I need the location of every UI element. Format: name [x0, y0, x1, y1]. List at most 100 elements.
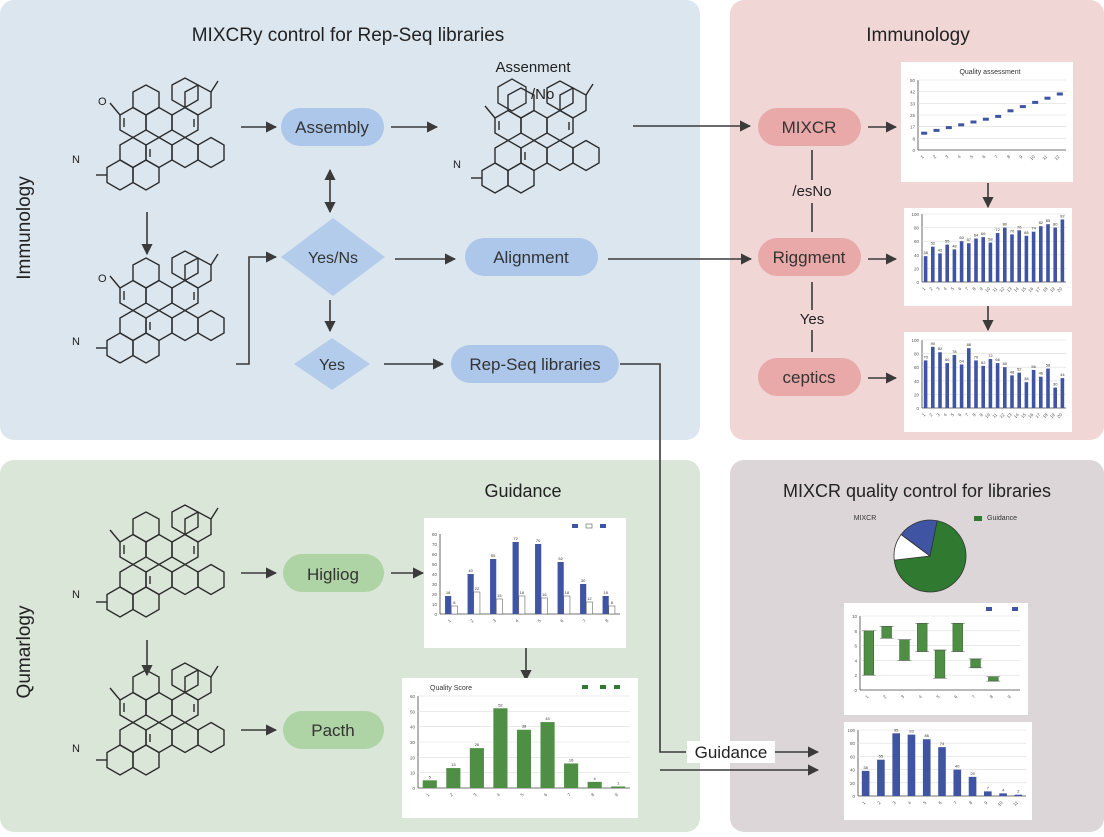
bar	[970, 658, 981, 669]
x-tick-label: 17	[1034, 412, 1041, 419]
y-tick-label: 100	[847, 728, 855, 733]
bar	[450, 605, 458, 615]
x-tick-label: 7	[964, 286, 970, 292]
bar-value-label: 7	[987, 785, 990, 790]
bar	[959, 364, 964, 408]
y-tick-label: 42	[910, 90, 916, 95]
bar	[945, 244, 949, 282]
bar	[988, 242, 993, 282]
x-tick-label: 15	[1020, 412, 1027, 419]
bar	[557, 562, 564, 614]
bar-value-label: 64	[974, 232, 979, 237]
bar	[967, 348, 971, 408]
scatter-point	[1044, 96, 1051, 100]
y-tick-label: 8	[854, 629, 857, 634]
inset-label: Assenment	[495, 59, 571, 76]
scatter-point	[1056, 92, 1063, 96]
y-tick-label: 33	[910, 101, 916, 106]
node-assembly	[281, 108, 384, 146]
y-tick-label: 80	[914, 352, 920, 357]
bar-value-label: 44	[1060, 372, 1065, 377]
scatter-point	[945, 126, 952, 130]
bar-value-label: 76	[1017, 224, 1022, 229]
bar	[967, 243, 971, 282]
bar-value-label: 4	[594, 776, 597, 781]
bar	[907, 734, 916, 796]
bar-value-label: 58	[988, 237, 993, 242]
bar	[934, 649, 946, 679]
flow-arrows-bottom-left	[141, 567, 820, 776]
x-tick-label: 6	[957, 286, 963, 292]
x-tick-label: 9	[983, 800, 989, 806]
atom-label-n: N	[453, 159, 461, 171]
chart-background	[424, 518, 626, 648]
x-tick-label: 19	[1049, 286, 1056, 293]
x-tick-label: 19	[1049, 412, 1056, 419]
edge-label-yes: Yes	[800, 311, 824, 328]
bar-value-label: 30	[1053, 382, 1058, 387]
bar	[988, 359, 993, 408]
bar-value-label: 38	[863, 765, 868, 770]
bar-value-label: 68	[1024, 230, 1029, 235]
x-tick-label: 10	[1029, 154, 1036, 161]
x-tick-label: 8	[1006, 154, 1012, 160]
bar	[518, 595, 526, 615]
y-tick-label: 40	[432, 572, 438, 577]
bar	[974, 238, 978, 282]
x-tick-label: 2	[876, 800, 882, 806]
scatter-point	[1007, 109, 1014, 113]
x-tick-label: 3	[892, 800, 898, 806]
bar	[1060, 219, 1065, 282]
bar-value-label: 62	[981, 360, 986, 365]
molecule-structure-3: N	[453, 80, 600, 194]
x-tick-label: 4	[943, 286, 949, 292]
chart-background	[901, 62, 1073, 182]
x-tick-label: 4	[957, 154, 963, 160]
y-tick-label: 60	[850, 754, 856, 759]
bar	[984, 791, 992, 796]
x-tick-label: 1	[920, 154, 926, 160]
bar	[923, 360, 928, 408]
y-tick-label: 50	[432, 562, 438, 567]
scatter-point	[1032, 100, 1039, 104]
y-tick-label: 30	[410, 740, 416, 745]
chart-legend	[582, 685, 620, 689]
bar-value-label: 55	[945, 239, 950, 244]
chart-plot-area: 0204060801007090826678648870627266604852…	[911, 338, 1066, 419]
scatter-point	[921, 131, 928, 135]
panel-title-top-left: MIXCRy control for Rep-Seq libraries	[192, 25, 505, 46]
bar-value-label: 38	[522, 724, 527, 729]
bar-value-label: 5	[429, 774, 432, 779]
x-tick-label: 9	[979, 412, 985, 418]
node-alignment	[465, 238, 598, 276]
diamond-yes-label: Yes	[319, 357, 345, 374]
y-tick-label: 0	[434, 612, 437, 617]
node-alignment-label: Alignment	[493, 248, 569, 267]
bar-value-label: 29	[970, 771, 975, 776]
bar	[938, 253, 942, 282]
y-tick-label: 40	[914, 253, 920, 258]
y-tick-label: 4	[854, 658, 857, 663]
bar-value-label: 52	[931, 241, 936, 246]
node-pacth-label: Pacth	[311, 721, 354, 740]
bar	[1031, 231, 1036, 282]
x-tick-label: 12	[998, 286, 1005, 293]
x-tick-label: 4	[918, 694, 924, 700]
x-tick-label: 3	[944, 154, 950, 160]
bar	[1014, 794, 1023, 796]
chart-legend	[986, 607, 1018, 611]
y-tick-label: 2	[854, 673, 857, 678]
bar-value-label: 72	[995, 227, 1000, 232]
x-tick-label: 3	[492, 618, 498, 624]
x-tick-label: 10	[984, 412, 991, 419]
x-tick-label: 10	[997, 800, 1004, 807]
y-tick-label: 60	[914, 239, 920, 244]
bar-value-label: 74	[1031, 226, 1036, 231]
diamond-yes-ns	[281, 218, 385, 296]
x-tick-label: 7	[964, 412, 970, 418]
bar-value-label: 66	[981, 231, 986, 236]
